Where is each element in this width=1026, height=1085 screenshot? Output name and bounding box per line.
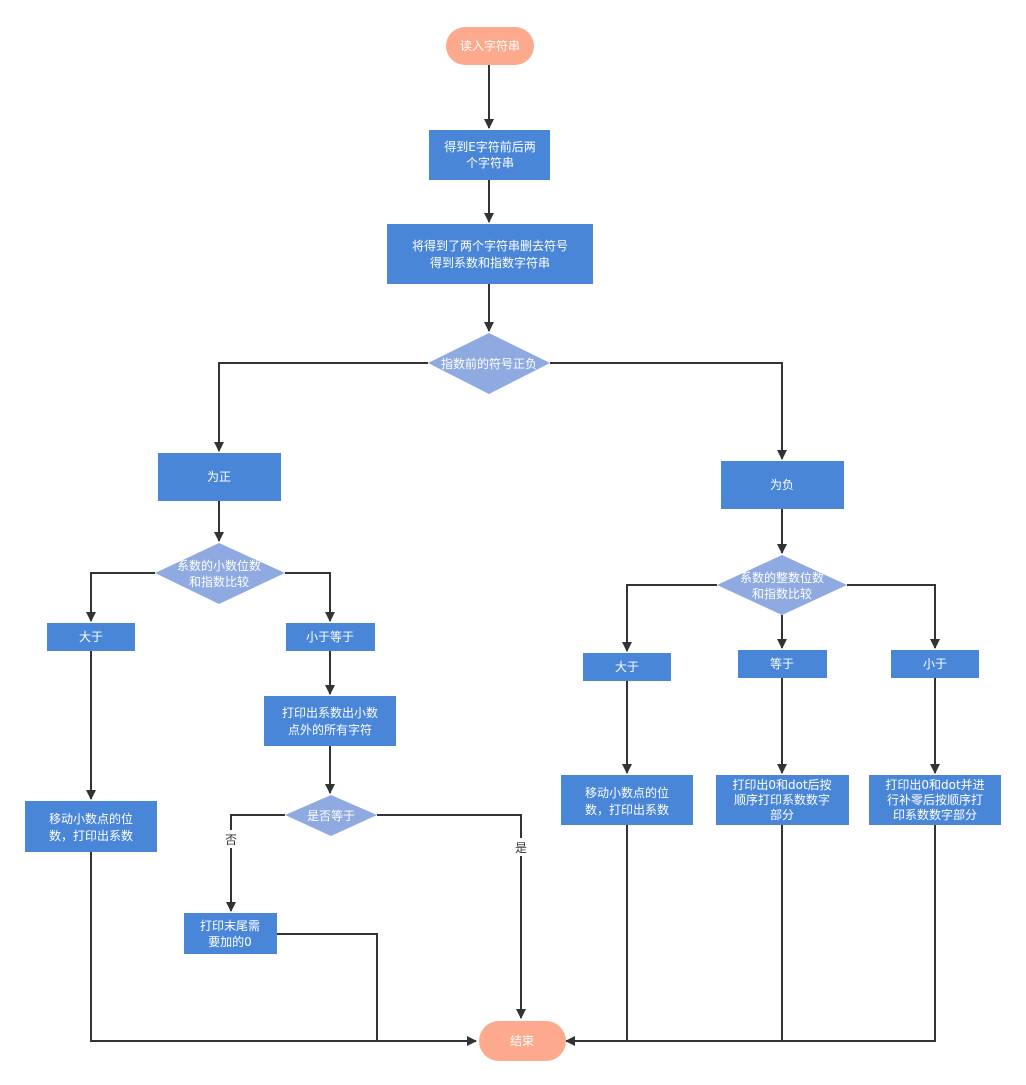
svg-text:系数的整数位数: 系数的整数位数 [740,570,824,585]
edge-negless-merge [782,825,936,1042]
svg-text:系数的小数位数: 系数的小数位数 [177,558,261,573]
edge-negcmp-greater [622,584,717,652]
neg-less-node: 小于 [891,650,979,678]
svg-text:要加的0: 要加的0 [208,934,252,949]
edge-negright-end [565,825,628,1046]
svg-text:小于: 小于 [923,657,947,671]
svg-text:打印出系数出小数: 打印出系数出小数 [282,705,378,720]
svg-text:读入字符串: 读入字符串 [460,38,520,53]
pos-compare-decision: 系数的小数位数 和指数比较 [155,543,285,604]
svg-text:印系数数字部分: 印系数数字部分 [893,807,977,822]
edge-posgreater-end [90,852,477,1046]
svg-text:是否等于: 是否等于 [307,809,355,823]
svg-text:得到系数和指数字符串: 得到系数和指数字符串 [430,255,550,270]
edge-trailing-end [277,933,378,1041]
neg-less-action-node: 打印出0和dot并进 行补零后按顺序打 印系数数字部分 [869,775,1001,825]
svg-text:行补零后按顺序打: 行补零后按顺序打 [887,792,983,807]
positive-node: 为正 [158,453,281,501]
negative-node: 为负 [721,461,844,509]
svg-text:得到E字符前后两: 得到E字符前后两 [444,139,536,154]
neg-equal-node: 等于 [738,650,827,678]
svg-text:打印出0和dot并进: 打印出0和dot并进 [885,778,984,792]
sign-decision: 指数前的符号正负 [428,333,550,394]
print-trailing-node: 打印末尾需 要加的0 [184,913,277,954]
svg-text:否: 否 [225,833,237,847]
edge-sign-negative [550,362,787,460]
pos-greater-node: 大于 [47,623,135,651]
edge-isequal-no [226,814,285,912]
edge-poscmp-greater [86,572,155,622]
svg-text:为正: 为正 [207,470,231,484]
neg-greater-node: 大于 [583,653,671,681]
svg-text:大于: 大于 [79,630,103,644]
edge-sign-positive [214,362,428,452]
svg-text:点外的所有字符: 点外的所有字符 [288,722,372,737]
svg-text:小于等于: 小于等于 [306,630,354,644]
svg-text:将得到了两个字符串删去符号: 将得到了两个字符串删去符号 [412,238,568,253]
svg-text:数，打印出系数: 数，打印出系数 [585,802,669,817]
svg-text:大于: 大于 [615,660,639,674]
neg-greater-action-node: 移动小数点的位 数，打印出系数 [561,775,693,825]
svg-text:个字符串: 个字符串 [466,155,514,170]
svg-text:指数前的符号正负: 指数前的符号正负 [441,356,537,371]
edge-label-yes: 是 [512,838,530,856]
start-node: 读入字符串 [446,27,534,65]
svg-text:移动小数点的位: 移动小数点的位 [585,785,669,800]
svg-text:是: 是 [515,841,527,855]
svg-text:和指数比较: 和指数比较 [752,586,812,601]
edge-negequal-merge [627,825,783,1042]
svg-text:移动小数点的位: 移动小数点的位 [49,811,133,826]
svg-text:打印末尾需: 打印末尾需 [200,919,260,933]
svg-text:数，打印出系数: 数，打印出系数 [49,828,133,843]
edge-poscmp-lessequal [285,572,335,622]
pos-print-all-node: 打印出系数出小数 点外的所有字符 [264,696,396,746]
is-equal-decision: 是否等于 [285,795,377,836]
edges [86,65,940,1046]
svg-text:顺序打印系数数字: 顺序打印系数数字 [734,792,830,807]
edge-negcmp-less [847,584,940,649]
strip-node: 将得到了两个字符串删去符号 得到系数和指数字符串 [387,224,593,284]
pos-greater-action-node: 移动小数点的位 数，打印出系数 [25,801,157,852]
end-node: 结束 [479,1021,566,1061]
svg-text:结束: 结束 [510,1034,534,1048]
svg-text:部分: 部分 [770,807,794,822]
edge-isequal-yes [377,814,526,1019]
svg-text:等于: 等于 [770,657,794,671]
svg-text:和指数比较: 和指数比较 [189,574,249,589]
neg-compare-decision: 系数的整数位数 和指数比较 [717,555,847,615]
neg-equal-action-node: 打印出0和dot后按 顺序打印系数数字 部分 [716,775,849,825]
pos-less-equal-node: 小于等于 [286,623,375,651]
edge-label-no: 否 [222,830,240,848]
svg-text:为负: 为负 [770,478,794,492]
split-node: 得到E字符前后两 个字符串 [429,130,550,180]
svg-text:打印出0和dot后按: 打印出0和dot后按 [732,778,831,792]
